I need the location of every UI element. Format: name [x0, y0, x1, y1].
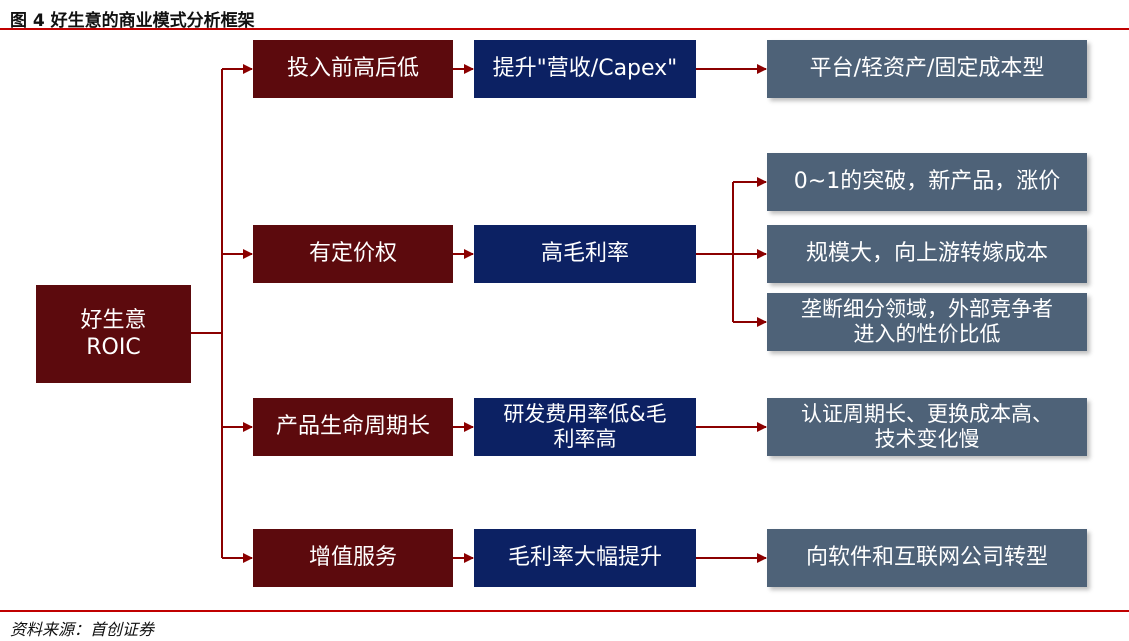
metric-node: 提升"营收/Capex" [474, 40, 696, 98]
root-node-roic: 好生意 ROIC [36, 285, 191, 383]
driver-node: 增值服务 [253, 529, 453, 587]
outcome-node: 垄断细分领域，外部竞争者 进入的性价比低 [767, 293, 1087, 351]
top-rule [0, 28, 1129, 30]
outcome-node: 平台/轻资产/固定成本型 [767, 40, 1087, 98]
driver-node: 投入前高后低 [253, 40, 453, 98]
outcome-node: 0~1的突破，新产品，涨价 [767, 153, 1087, 211]
metric-node: 研发费用率低&毛 利率高 [474, 398, 696, 456]
driver-node: 有定价权 [253, 225, 453, 283]
outcome-node: 向软件和互联网公司转型 [767, 529, 1087, 587]
metric-node: 高毛利率 [474, 225, 696, 283]
metric-node: 毛利率大幅提升 [474, 529, 696, 587]
figure-title: 图 4 好生意的商业模式分析框架 [10, 11, 255, 31]
source-note: 资料来源：首创证券 [10, 620, 155, 639]
bottom-rule [0, 610, 1129, 612]
driver-node: 产品生命周期长 [253, 398, 453, 456]
outcome-node: 认证周期长、更换成本高、 技术变化慢 [767, 398, 1087, 456]
outcome-node: 规模大，向上游转嫁成本 [767, 225, 1087, 283]
